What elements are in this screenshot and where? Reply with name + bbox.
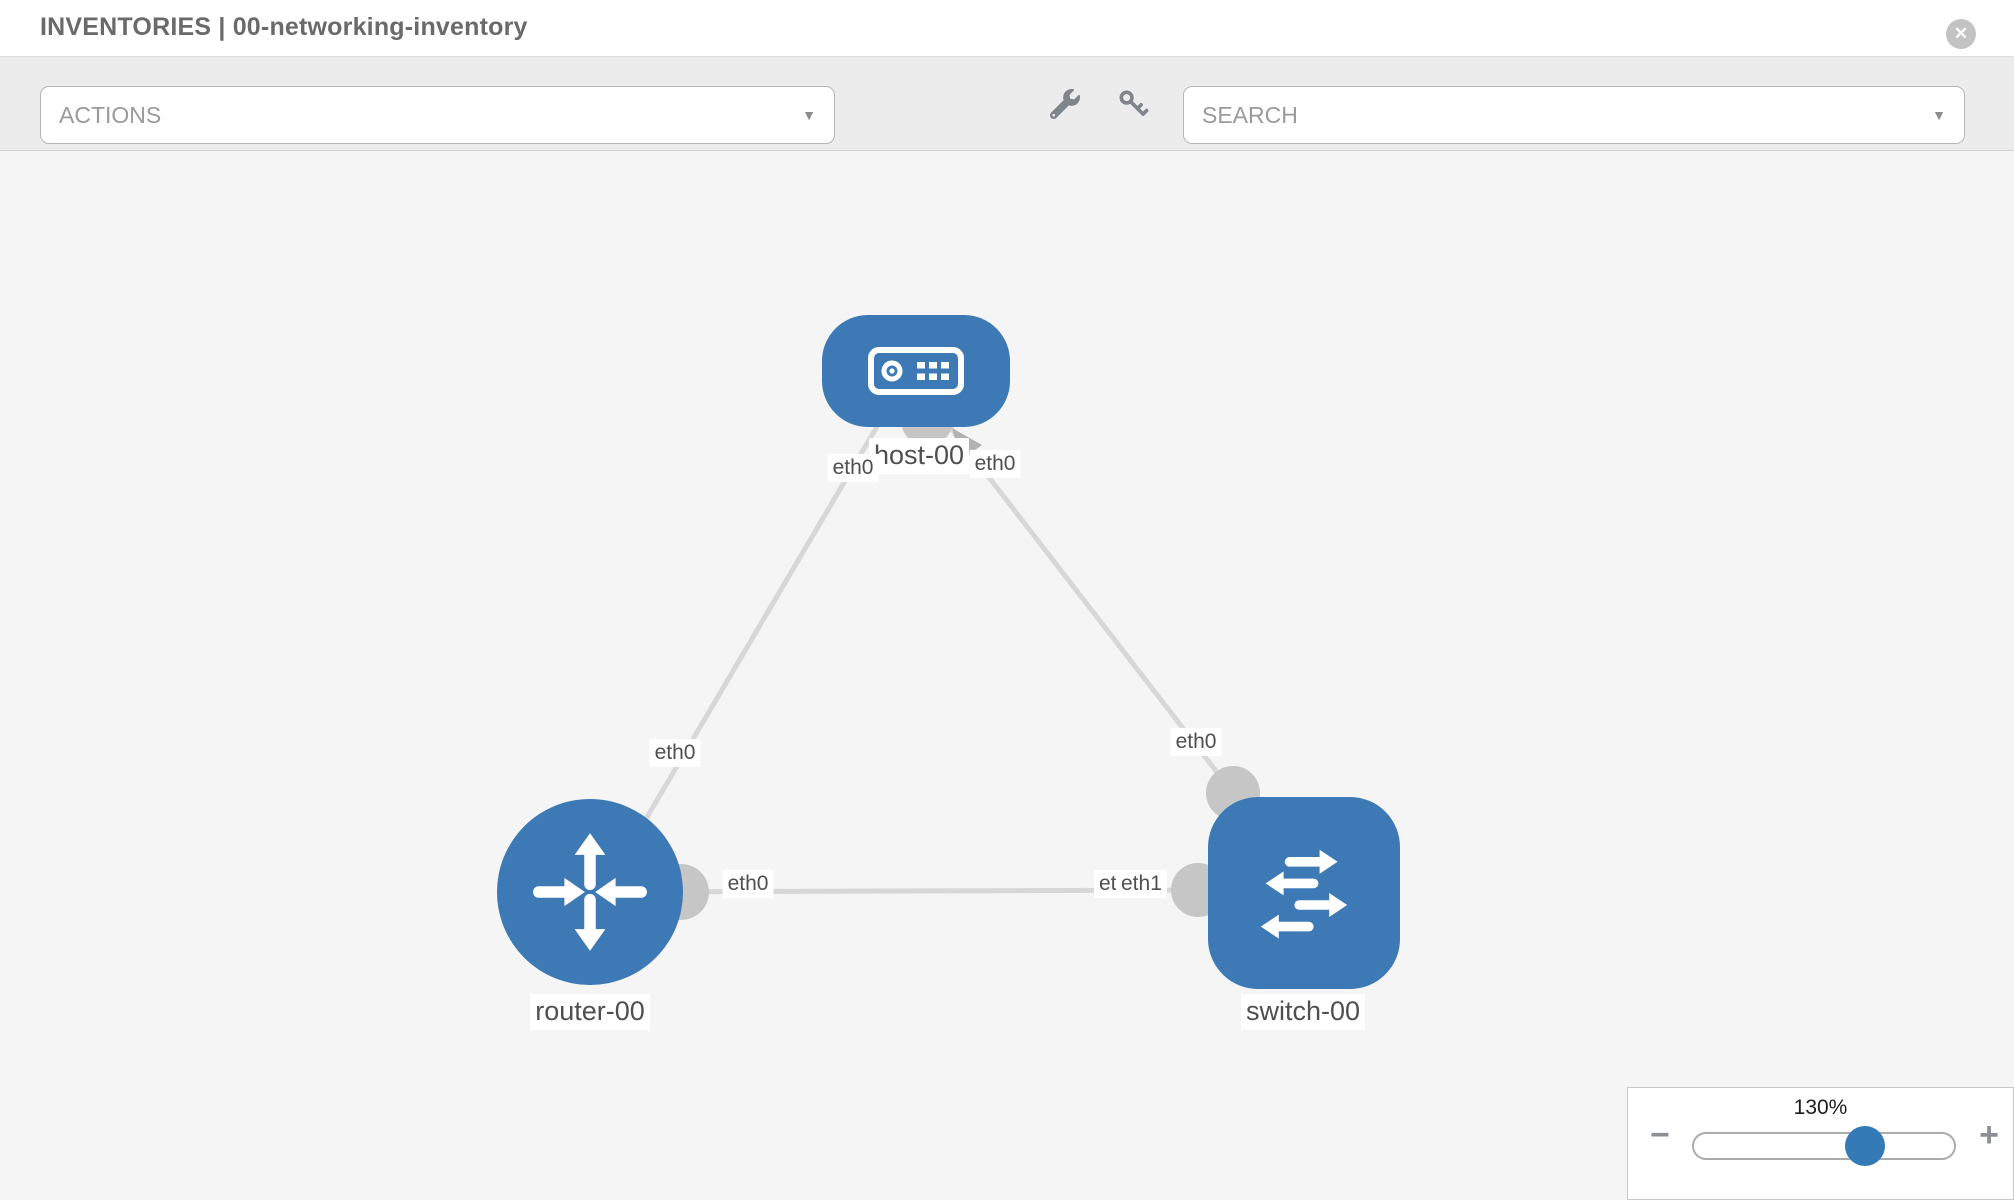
header: INVENTORIES | 00-networking-inventory ✕ bbox=[0, 0, 2014, 56]
iface-label-switch-top-link: eth0 bbox=[1170, 727, 1222, 757]
node-host-00[interactable] bbox=[822, 315, 1010, 427]
actions-dropdown-label: ACTIONS bbox=[59, 101, 162, 128]
actions-dropdown[interactable]: ACTIONS ▼ bbox=[40, 86, 835, 144]
search-placeholder: SEARCH bbox=[1202, 101, 1298, 128]
node-label-switch: switch-00 bbox=[1240, 994, 1366, 1030]
search-input[interactable]: SEARCH ▼ bbox=[1183, 86, 1965, 144]
iface-label-host-left: eth0 bbox=[827, 453, 879, 483]
node-label-host: host-00 bbox=[868, 438, 970, 474]
topology-links-layer bbox=[597, 394, 1260, 920]
zoom-level-value: 130% bbox=[1793, 1096, 1848, 1119]
host-icon bbox=[868, 347, 964, 395]
node-label-router: router-00 bbox=[530, 994, 650, 1030]
wrench-icon-glyph bbox=[1050, 89, 1080, 119]
switch-icon bbox=[1260, 849, 1348, 939]
zoom-out-button[interactable]: − bbox=[1650, 1116, 1670, 1154]
page-title: INVENTORIES | 00-networking-inventory bbox=[40, 13, 528, 41]
zoom-slider-thumb[interactable] bbox=[1845, 1126, 1885, 1166]
iface-label-host-right: eth0 bbox=[969, 449, 1021, 479]
zoom-panel: 130% − + bbox=[1627, 1087, 2014, 1200]
key-icon[interactable] bbox=[1116, 87, 1150, 121]
key-icon-glyph bbox=[1119, 90, 1149, 116]
zoom-slider-track[interactable] bbox=[1692, 1132, 1956, 1160]
chevron-down-icon: ▼ bbox=[802, 107, 816, 123]
zoom-in-button[interactable]: + bbox=[1979, 1116, 1999, 1154]
iface-label-router-link: eth0 bbox=[649, 738, 701, 768]
close-icon[interactable]: ✕ bbox=[1946, 19, 1976, 49]
iface-label-router-eth0: eth0 bbox=[722, 869, 774, 899]
node-router-00[interactable] bbox=[497, 799, 683, 985]
topology-canvas[interactable]: host-00 router-00 switch-00 eth0 eth0 et… bbox=[0, 152, 2014, 1200]
iface-label-switch-eth1: eth1 bbox=[1116, 870, 1167, 899]
toolbar: ACTIONS ▼ SEARCH ▼ bbox=[0, 56, 2014, 151]
link-host-router bbox=[597, 416, 885, 899]
wrench-icon[interactable] bbox=[1048, 87, 1082, 121]
router-icon bbox=[533, 833, 647, 951]
node-switch-00[interactable] bbox=[1208, 797, 1400, 989]
chevron-down-icon: ▼ bbox=[1932, 107, 1946, 123]
